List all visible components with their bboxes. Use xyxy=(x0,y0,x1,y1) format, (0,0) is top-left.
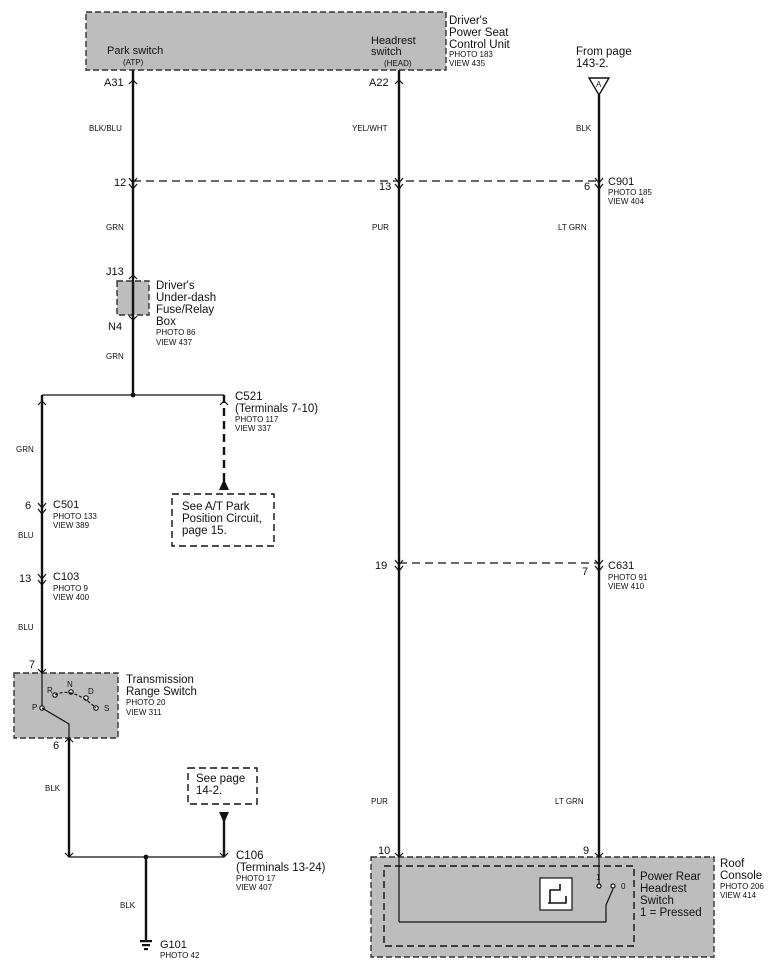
wire-color-lt-grn-2: LT GRN xyxy=(555,797,584,806)
page14-note[interactable]: See page 14-2. xyxy=(196,773,246,798)
wire-color-lt-grn-1: LT GRN xyxy=(558,223,587,232)
trans-pin-6: 6 xyxy=(53,740,60,752)
roof-console-view: VIEW 414 xyxy=(720,891,757,900)
c901-pin-13: 13 xyxy=(379,181,392,193)
wire-color-blk-top: BLK xyxy=(576,124,592,133)
c501-view: VIEW 389 xyxy=(53,521,90,530)
c103-view: VIEW 400 xyxy=(53,593,90,602)
ground-name: G101 xyxy=(160,939,187,951)
headrest-switch-code: (HEAD) xyxy=(384,59,412,68)
trans-switch-view: VIEW 311 xyxy=(126,708,162,717)
trans-pos-n: N xyxy=(67,680,73,689)
c631-photo: PHOTO 91 xyxy=(608,573,648,582)
trans-pin-7: 7 xyxy=(29,659,36,671)
wire-color-grn-1: GRN xyxy=(106,223,124,232)
park-switch-code: (ATP) xyxy=(123,58,144,67)
wire-color-blk-ground: BLK xyxy=(120,901,136,910)
c901-pin-6: 6 xyxy=(584,181,591,193)
c103-pin: 13 xyxy=(19,573,32,585)
fuse-box-photo: PHOTO 86 xyxy=(156,328,196,337)
trans-pos-p: P xyxy=(32,703,38,712)
rear-switch-contacts xyxy=(539,877,616,922)
headrest-switch-label: Headrest switch xyxy=(371,35,416,58)
c901-photo: PHOTO 185 xyxy=(608,188,652,197)
seat-unit-title: Driver's Power Seat Control Unit xyxy=(449,15,510,52)
rear-headrest-switch-title: Power Rear Headrest Switch 1 = Pressed xyxy=(640,871,702,920)
park-switch-label: Park switch xyxy=(107,45,164,57)
wire-color-blu-2: BLU xyxy=(18,623,34,632)
c631-pin-19: 19 xyxy=(375,560,388,572)
wire-color-yel-wht: YEL/WHT xyxy=(352,124,388,133)
offpage-triangle xyxy=(587,77,611,97)
rear-headrest-switch-box xyxy=(383,865,635,947)
offpage-letter: A xyxy=(596,80,602,89)
seat-unit-view: VIEW 435 xyxy=(449,59,486,68)
console-pin-10: 10 xyxy=(378,845,391,857)
c106-photo: PHOTO 17 xyxy=(236,874,276,883)
c521-photo: PHOTO 117 xyxy=(235,415,279,424)
c631-view: VIEW 410 xyxy=(608,582,645,591)
park-position-note[interactable]: See A/T Park Position Circuit, page 15. xyxy=(182,501,262,538)
c631-name: C631 xyxy=(608,560,635,572)
c631-pin-7: 7 xyxy=(582,566,589,578)
c501-name: C501 xyxy=(53,499,80,511)
c901-view: VIEW 404 xyxy=(608,197,645,206)
ground-symbol xyxy=(140,940,152,951)
wire-color-pur-1: PUR xyxy=(372,223,389,232)
ground-splice-dot xyxy=(143,854,149,860)
seat-unit-photo: PHOTO 183 xyxy=(449,50,493,59)
pin-a22: A22 xyxy=(369,77,389,89)
rear-switch-pos-1: 1 xyxy=(596,873,601,882)
terminal-chevrons xyxy=(37,79,604,858)
wire-color-pur-2: PUR xyxy=(371,797,388,806)
roof-console-photo: PHOTO 206 xyxy=(720,882,764,891)
trans-switch-contacts xyxy=(39,673,99,738)
fuse-box-view: VIEW 437 xyxy=(156,338,193,347)
pin-j13: J13 xyxy=(106,266,124,278)
wire-color-grn-2: GRN xyxy=(106,352,124,361)
arrow-from-page14 xyxy=(219,812,229,823)
roof-console-title: Roof Console xyxy=(720,858,763,883)
trans-switch-photo: PHOTO 20 xyxy=(126,698,166,707)
fuse-box-title: Driver's Under-dash Fuse/Relay Box xyxy=(156,280,217,329)
trans-pos-d: D xyxy=(88,687,94,696)
ground-photo: PHOTO 42 xyxy=(160,951,200,960)
c521-name: C521 (Terminals 7-10) xyxy=(235,391,319,416)
splice-dot xyxy=(130,392,136,398)
wire-color-blk-blu: BLK/BLU xyxy=(89,124,122,133)
c901-name: C901 xyxy=(608,176,635,188)
c501-photo: PHOTO 133 xyxy=(53,512,97,521)
trans-switch-title: Transmission Range Switch xyxy=(126,674,197,699)
c501-pin: 6 xyxy=(25,500,32,512)
rear-switch-pos-0: 0 xyxy=(621,882,626,891)
from-page-label: From page 143-2. xyxy=(576,46,632,71)
wire-color-grn-3: GRN xyxy=(16,445,34,454)
arrow-to-park-note xyxy=(219,479,229,490)
seat-control-unit-box xyxy=(85,11,447,71)
trans-switch-box xyxy=(13,672,119,739)
pin-n4: N4 xyxy=(108,321,123,333)
c103-photo: PHOTO 9 xyxy=(53,584,88,593)
c521-view: VIEW 337 xyxy=(235,424,272,433)
wire-color-blu-1: BLU xyxy=(18,531,34,540)
wire-color-blk-left: BLK xyxy=(45,784,61,793)
park-note-box xyxy=(171,493,275,547)
trans-pos-r: R xyxy=(47,686,53,695)
page14-note-box xyxy=(187,767,258,805)
c106-view: VIEW 407 xyxy=(236,883,273,892)
c901-pin-12: 12 xyxy=(114,177,127,189)
c106-name: C106 (Terminals 13-24) xyxy=(236,850,326,875)
c103-name: C103 xyxy=(53,571,80,583)
trans-pos-s: S xyxy=(104,704,110,713)
pin-a31: A31 xyxy=(104,77,124,89)
console-pin-9: 9 xyxy=(583,845,590,857)
